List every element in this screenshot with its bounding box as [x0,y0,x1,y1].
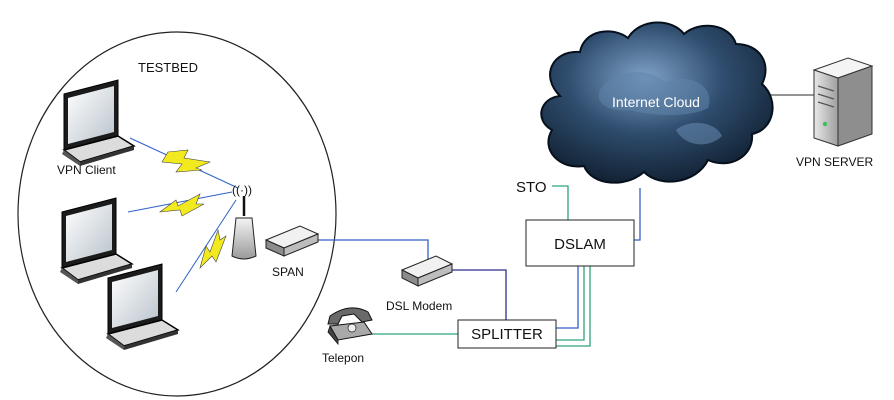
links [318,94,814,347]
sto-label: STO [516,179,547,196]
testbed-title: TESTBED [138,60,198,75]
link-dslam-to-cloud [634,188,641,241]
span-device [264,225,320,257]
dsl-modem-label: DSL Modem [386,299,452,313]
telepon-label: Telepon [322,351,364,365]
vpn-client-label: VPN Client [57,163,116,177]
server-icon [812,57,874,147]
telephone-icon [327,307,373,346]
laptop-icon [59,197,133,285]
link-span-to-modem [318,239,429,262]
wireless-link-icon [199,228,227,270]
dslam-label: DSLAM [554,236,606,253]
link-splitter-to-dslam-3 [556,266,591,347]
link-splitter-to-dslam-2 [556,266,585,341]
link-sto-to-dslam [552,185,569,220]
svg-text:((·)): ((·)) [232,183,252,197]
wireless-link-icon [161,149,212,173]
link-modem-to-splitter [450,269,507,322]
wireless-links [127,137,239,293]
internet-cloud-label: Internet Cloud [612,94,700,110]
vpn-client-laptop [61,79,135,167]
dslam-box [525,219,635,267]
wireless-router-icon: ((·)) [231,183,257,260]
testbed-boundary [17,31,337,397]
splitter-box [457,319,557,349]
span-label: SPAN [272,265,304,279]
laptop-icon [105,263,179,351]
modem-icon [400,255,454,287]
cloud-icon [540,21,774,184]
wireless-link-icon [158,193,205,217]
vpn-server-label: VPN SERVER [796,155,873,169]
link-splitter-to-dslam-1 [556,266,579,329]
splitter-label: SPLITTER [471,326,543,343]
